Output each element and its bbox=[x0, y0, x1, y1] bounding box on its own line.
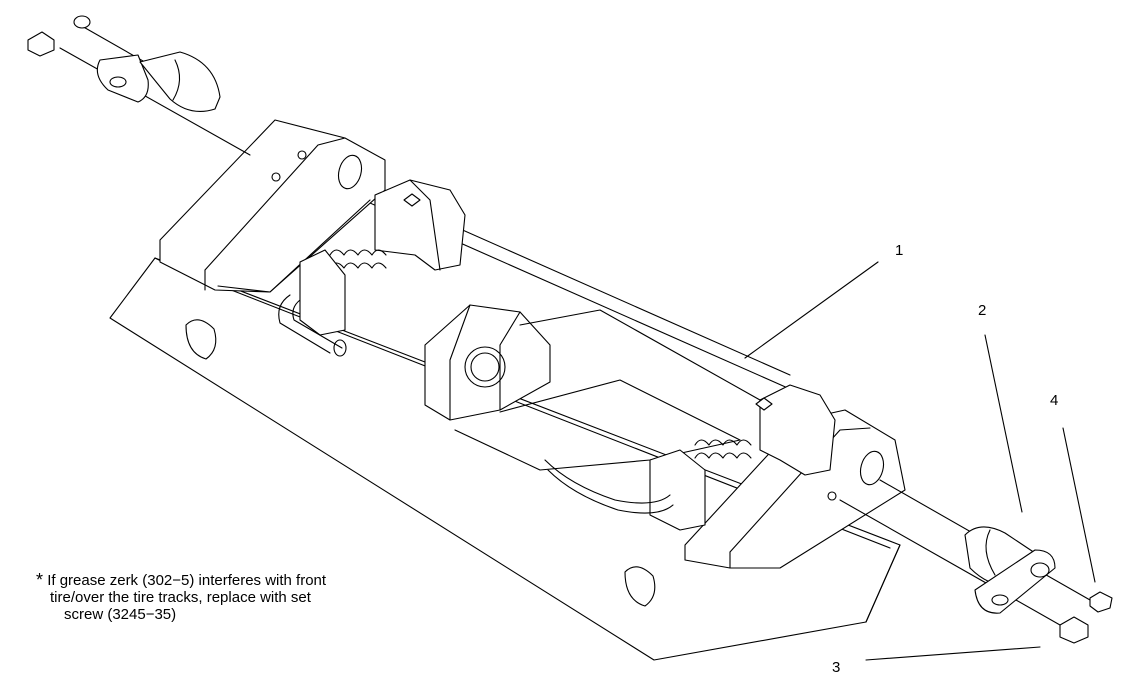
latch-left bbox=[278, 179, 466, 357]
footnote-line-2: tire/over the tire tracks, replace with … bbox=[50, 589, 311, 606]
footnote-line-1: If grease zerk (302−5) interferes with f… bbox=[47, 572, 327, 589]
footnote: * If grease zerk (302−5) interferes with… bbox=[36, 570, 327, 623]
base-frame bbox=[109, 119, 906, 661]
leader-2 bbox=[984, 334, 1023, 513]
side-plate-hole-left bbox=[337, 154, 363, 190]
latch-right bbox=[544, 384, 836, 531]
latch-handle-right bbox=[544, 459, 671, 504]
grease-zerk-top bbox=[73, 15, 91, 29]
leader-3 bbox=[865, 646, 1041, 661]
grease-zerk-right bbox=[755, 397, 773, 411]
beam-slot-left bbox=[185, 319, 217, 360]
spring-left bbox=[329, 249, 387, 256]
callout-2: 2 bbox=[978, 302, 987, 319]
callout-1: 1 bbox=[895, 242, 904, 259]
beam-slot-right bbox=[624, 566, 656, 607]
side-plate-hole-right bbox=[859, 450, 885, 486]
leader-4 bbox=[1062, 427, 1096, 583]
callout-3: 3 bbox=[832, 659, 841, 676]
bolt-bottom bbox=[1059, 616, 1089, 644]
pin-upper-left bbox=[27, 15, 251, 156]
latch-handle-left bbox=[278, 294, 331, 354]
center-bushing bbox=[464, 346, 506, 388]
grease-zerk-bottom bbox=[1089, 591, 1113, 613]
footnote-line-3: screw (3245−35) bbox=[64, 606, 177, 623]
grease-zerk-left bbox=[403, 193, 421, 207]
callout-4: 4 bbox=[1050, 392, 1059, 409]
footnote-asterisk: * bbox=[36, 570, 44, 590]
bolt-top bbox=[27, 31, 55, 57]
pin-lower-right bbox=[839, 479, 1113, 644]
leader-1 bbox=[744, 261, 879, 359]
spring-right bbox=[694, 439, 752, 446]
